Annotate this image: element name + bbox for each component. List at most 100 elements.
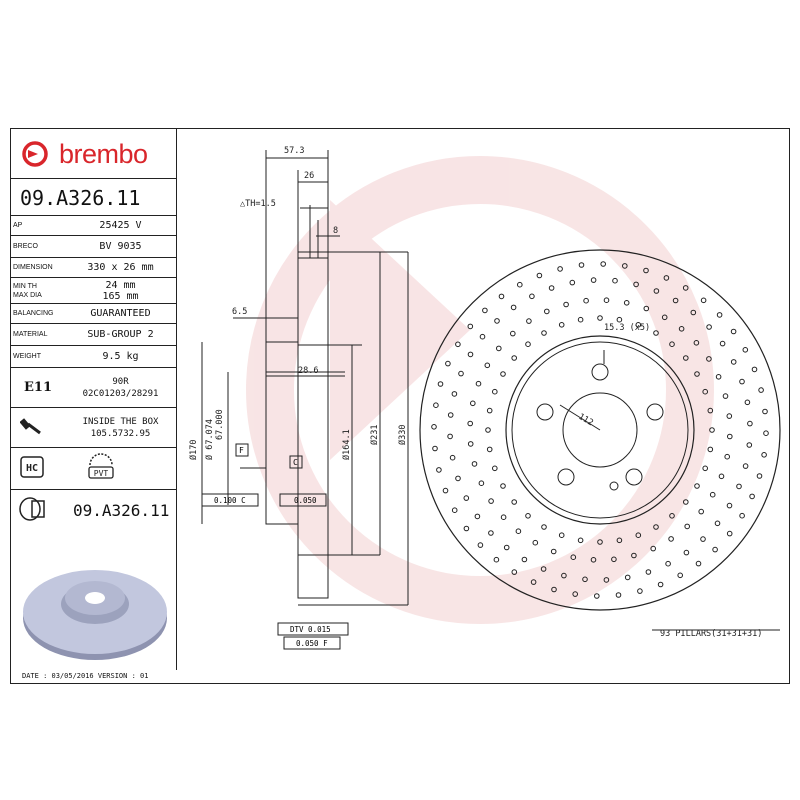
dim-th: △TH=1.5	[240, 199, 276, 209]
drill-hole	[500, 371, 506, 377]
drill-hole	[624, 574, 631, 581]
dtv: DTV 0.015	[290, 625, 331, 634]
drill-hole	[746, 442, 753, 448]
drill-hole	[590, 557, 597, 563]
drill-hole	[742, 347, 749, 353]
drill-hole	[616, 537, 623, 544]
drill-hole	[463, 495, 470, 501]
drill-hole	[635, 322, 642, 328]
drill-hole	[747, 420, 753, 427]
drill-hole	[611, 556, 617, 563]
drill-hole	[657, 581, 664, 588]
drill-hole	[603, 577, 610, 583]
dtv-frame	[277, 622, 349, 636]
dim-67b: 67.000	[215, 409, 225, 440]
drill-hole	[510, 304, 517, 311]
section-view	[240, 150, 408, 606]
drill-hole	[702, 465, 709, 472]
drill-hole	[669, 341, 675, 348]
drill-hole	[683, 499, 689, 505]
datum-c: C	[293, 458, 298, 467]
drill-hole	[653, 524, 659, 530]
drill-hole	[603, 297, 610, 304]
drill-hole	[700, 536, 706, 542]
drill-hole	[550, 548, 557, 555]
dim-170: Ø170	[188, 440, 199, 460]
drill-hole	[583, 297, 589, 304]
drill-hole	[612, 277, 618, 284]
drill-hole	[544, 308, 550, 315]
drill-hole	[706, 324, 712, 330]
drill-hole	[690, 309, 697, 316]
drill-hole	[488, 530, 494, 536]
dim-26: 26	[304, 171, 314, 181]
drill-hole	[455, 475, 461, 482]
drill-hole	[653, 288, 660, 294]
spec-value: GUARANTEED	[90, 308, 151, 319]
drill-hole	[694, 483, 700, 489]
drill-hole	[716, 312, 723, 318]
drill-hole	[475, 380, 482, 387]
disc-product-image	[23, 570, 167, 660]
spec-row-ap: AP 25425 V	[10, 216, 176, 236]
drill-hole	[594, 593, 600, 599]
drill-hole	[683, 549, 690, 556]
drill-hole	[488, 498, 494, 504]
drill-hole	[635, 532, 642, 539]
drill-hole	[511, 499, 518, 505]
drill-hole	[455, 341, 461, 348]
drill-hole	[756, 473, 763, 479]
drill-hole	[672, 297, 679, 304]
drill-hole	[521, 556, 528, 563]
drill-hole	[597, 539, 603, 545]
drill-hole	[551, 586, 557, 593]
drill-hole	[540, 566, 547, 572]
drill-hole	[467, 323, 474, 330]
flatness2: 0.050	[294, 496, 317, 505]
spec-row-dimension: DIMENSION 330 x 26 mm	[10, 258, 176, 278]
drill-hole	[569, 279, 576, 286]
drill-hole	[631, 552, 637, 559]
drill-hole	[492, 388, 498, 395]
spec-key: MATERIAL	[13, 331, 48, 338]
flatness-frame	[201, 493, 259, 507]
drill-hole	[525, 513, 531, 519]
drill-hole	[726, 502, 733, 509]
drill-hole	[494, 318, 500, 324]
runout: 0.050 F	[296, 639, 328, 648]
hc-icon: HC	[20, 456, 44, 478]
drill-hole	[744, 399, 751, 406]
drill-hole	[484, 362, 491, 369]
spec-key: BRECO	[13, 243, 38, 250]
drill-hole	[517, 281, 523, 288]
drill-hole	[463, 525, 470, 532]
spec-key: BALANCING	[13, 310, 54, 317]
drill-hole	[492, 465, 498, 472]
drill-hole	[653, 330, 659, 336]
drill-hole	[477, 542, 484, 548]
drill-hole	[478, 480, 485, 487]
braking-band	[297, 257, 329, 599]
drill-hole	[470, 400, 476, 407]
approval-row: E11 90R 02C01203/28291	[10, 368, 176, 408]
drill-hole	[645, 569, 652, 575]
spec-row-balancing: BALANCING GUARANTEED	[10, 304, 176, 324]
drill-hole	[615, 592, 622, 598]
drill-hole	[590, 277, 597, 283]
drill-hole	[503, 544, 510, 551]
drill-hole	[525, 341, 531, 348]
drill-hole	[458, 370, 464, 377]
hat	[265, 341, 299, 525]
spec-value: 24 mm 165 mm	[102, 279, 139, 302]
drill-hole	[706, 356, 712, 362]
drill-hole	[433, 402, 439, 409]
dim-164: Ø164.1	[341, 429, 352, 460]
drill-hole	[719, 340, 726, 347]
drill-hole	[668, 536, 674, 542]
drill-hole	[749, 493, 755, 500]
drill-hole	[577, 537, 584, 544]
drill-hole	[515, 528, 522, 535]
approval-line1: 90R	[112, 376, 129, 387]
drill-hole	[486, 446, 493, 453]
